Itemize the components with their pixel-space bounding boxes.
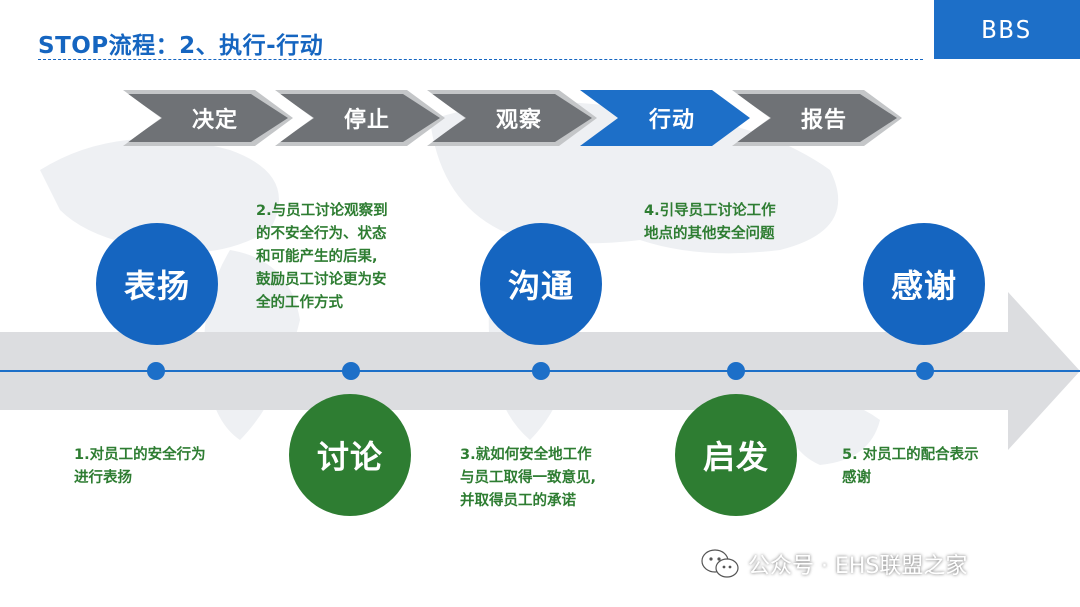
note-line: 并取得员工的承诺 bbox=[460, 493, 576, 509]
note-communicate: 3.就如何安全地工作 与员工取得一致意见, 并取得员工的承诺 bbox=[460, 444, 596, 513]
timeline-node bbox=[342, 362, 360, 380]
note-discuss: 2.与员工讨论观察到 的不安全行为、状态 和可能产生的后果, 鼓励员工讨论更为安… bbox=[256, 200, 388, 315]
timeline-node bbox=[147, 362, 165, 380]
circle-discuss: 讨论 bbox=[289, 394, 411, 516]
circle-inspire: 启发 bbox=[675, 394, 797, 516]
watermark: 公众号 · EHS联盟之家 bbox=[700, 544, 967, 584]
timeline-node bbox=[532, 362, 550, 380]
step-label: 停止 bbox=[343, 108, 390, 133]
step-label: 报告 bbox=[800, 108, 847, 133]
bbs-logo: BBS bbox=[934, 0, 1080, 59]
step-label: 行动 bbox=[648, 108, 695, 133]
note-line: 鼓励员工讨论更为安 bbox=[256, 272, 387, 288]
note-line: 2.与员工讨论观察到 bbox=[256, 203, 388, 219]
wechat-icon bbox=[701, 549, 739, 578]
note-line: 感谢 bbox=[842, 470, 871, 486]
note-line: 与员工取得一致意见, bbox=[460, 470, 597, 486]
note-line: 1.对员工的安全行为 bbox=[74, 447, 206, 463]
watermark-text: 公众号 · EHS联盟之家 bbox=[748, 554, 968, 579]
note-line: 5. 对员工的配合表示 bbox=[842, 447, 979, 463]
step-label: 观察 bbox=[495, 108, 542, 133]
circle-thank: 感谢 bbox=[863, 223, 985, 345]
note-line: 全的工作方式 bbox=[256, 295, 343, 311]
timeline-node bbox=[916, 362, 934, 380]
note-line: 3.就如何安全地工作 bbox=[460, 447, 592, 463]
page-title: STOP流程：2、执行-行动 bbox=[38, 33, 324, 59]
note-line: 进行表扬 bbox=[74, 470, 132, 486]
circle-communicate: 沟通 bbox=[480, 223, 602, 345]
note-line: 和可能产生的后果, bbox=[256, 249, 378, 265]
title-divider bbox=[38, 59, 923, 60]
note-line: 地点的其他安全问题 bbox=[644, 226, 775, 242]
timeline-node bbox=[727, 362, 745, 380]
note-line: 的不安全行为、状态 bbox=[256, 226, 387, 242]
circle-praise: 表扬 bbox=[96, 223, 218, 345]
step-label: 决定 bbox=[191, 108, 238, 133]
note-thank: 5. 对员工的配合表示 感谢 bbox=[842, 444, 979, 490]
note-line: 4.引导员工讨论工作 bbox=[644, 203, 776, 219]
note-inspire: 4.引导员工讨论工作 地点的其他安全问题 bbox=[644, 200, 776, 246]
note-praise: 1.对员工的安全行为 进行表扬 bbox=[74, 444, 206, 490]
